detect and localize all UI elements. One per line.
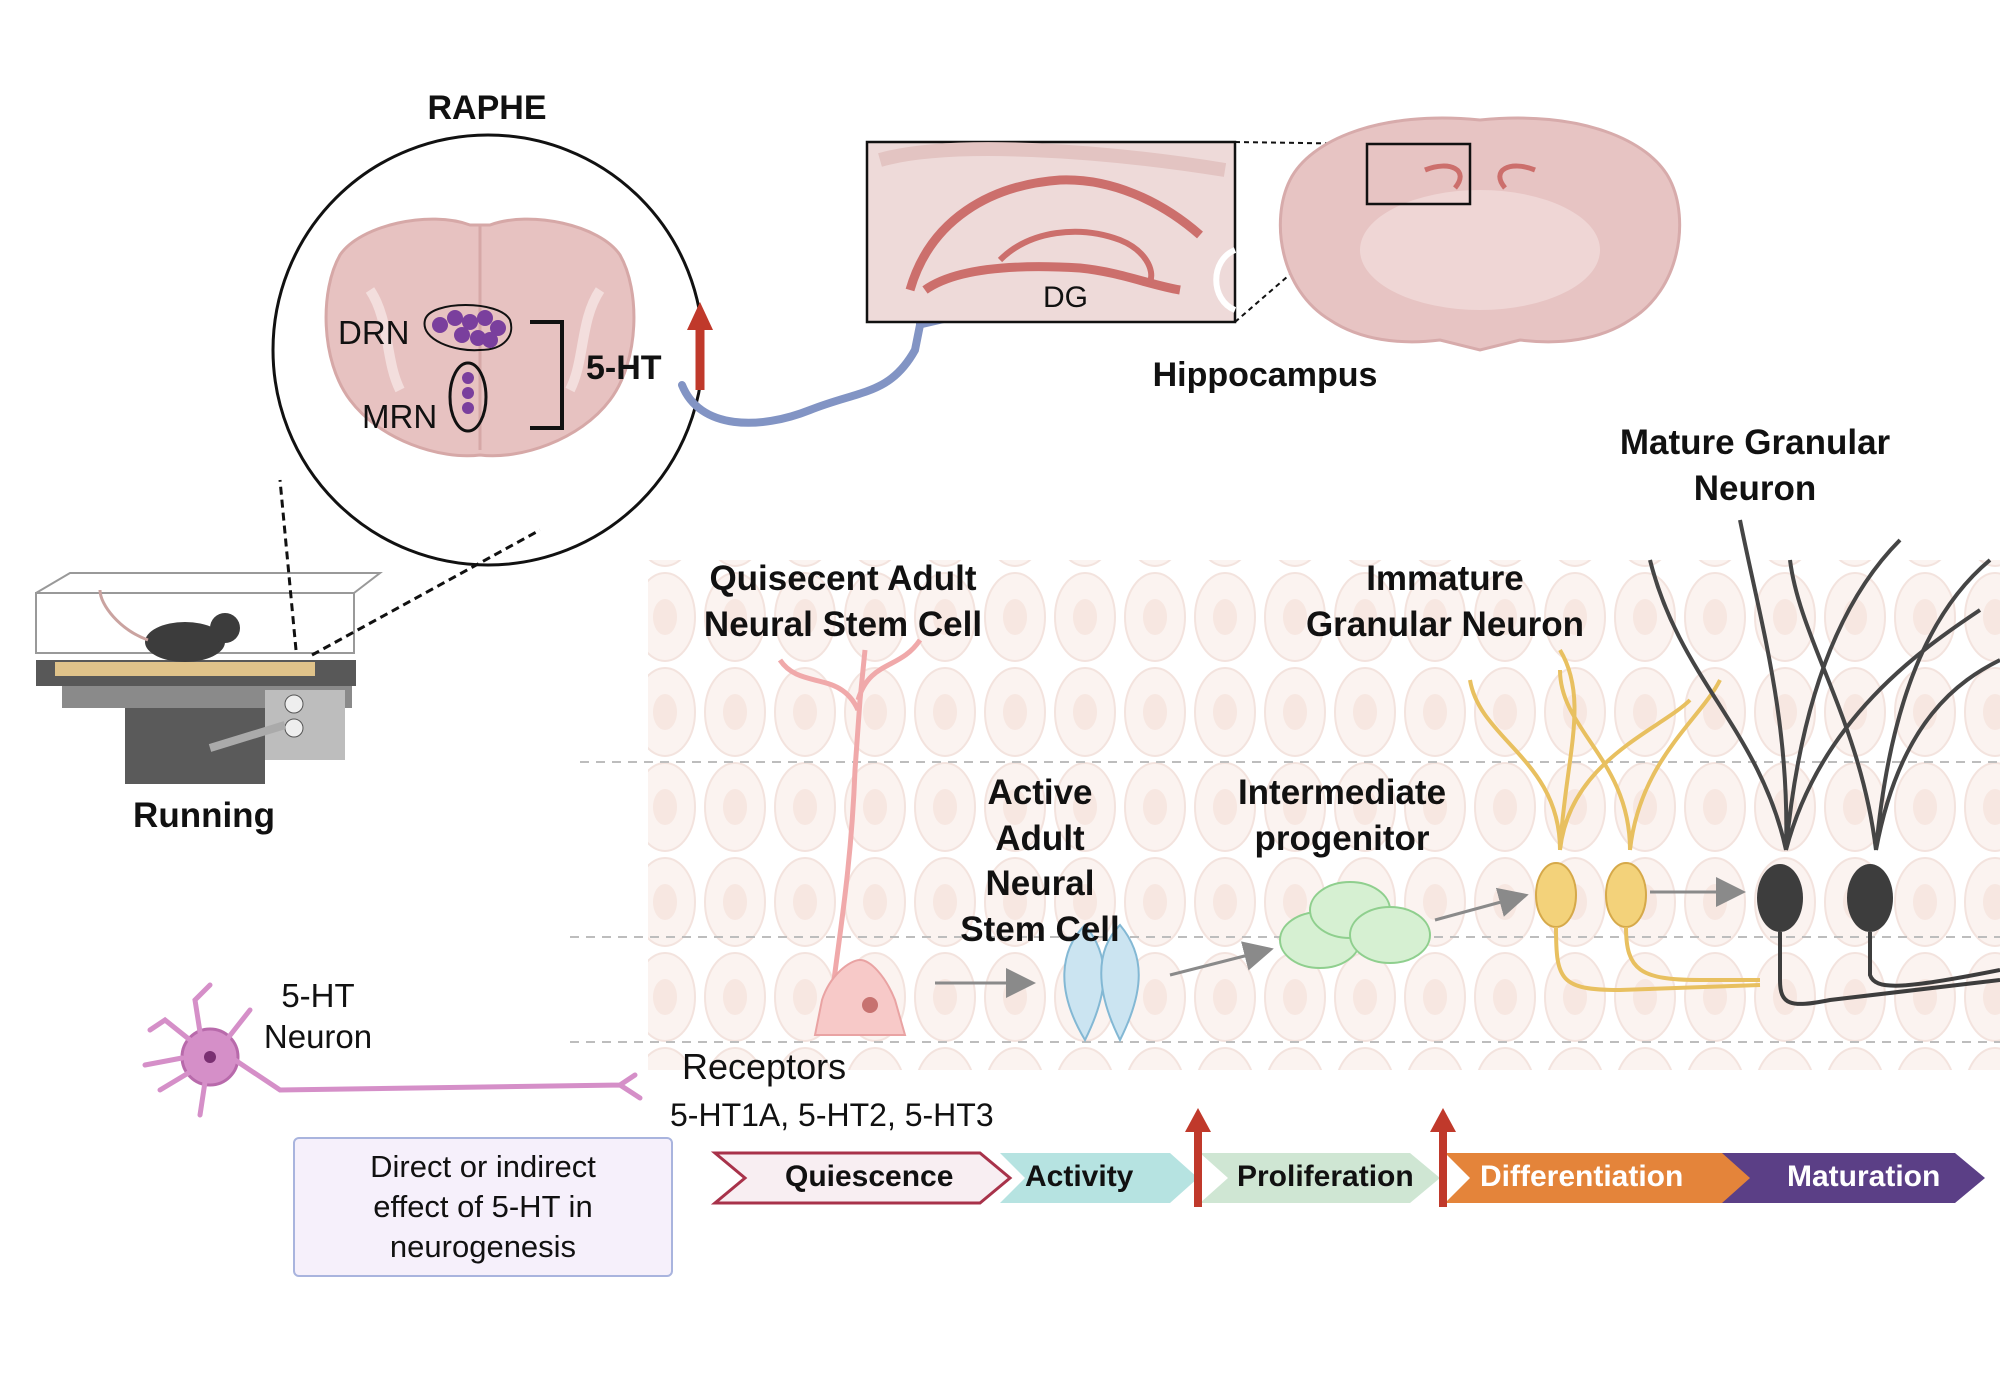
serotonin-neuron-icon xyxy=(142,982,643,1118)
intermediate-progenitor-label-line: progenitor xyxy=(1254,819,1430,859)
drn-label: DRN xyxy=(338,314,410,351)
intermediate-progenitor-icon xyxy=(1279,881,1431,969)
receptors-list: 5-HT1A, 5-HT2, 5-HT3 xyxy=(670,1097,994,1133)
active-cell-label-line: Neural xyxy=(985,864,1095,903)
serotonin-increase-arrow xyxy=(687,302,713,390)
stage-proliferation: Proliferation xyxy=(1237,1160,1414,1193)
coronal-brain-icon xyxy=(1278,116,1682,352)
dg-label: DG xyxy=(1043,281,1088,314)
stage-maturation: Maturation xyxy=(1787,1160,1941,1193)
serotonergic-axon xyxy=(678,251,924,427)
quiescent-cell-label: Quisecent Adult Neural Stem Cell xyxy=(704,556,982,648)
hippocampus-label: Hippocampus xyxy=(1152,356,1378,394)
raphe-bracket xyxy=(530,320,564,430)
stage-progression-bar xyxy=(710,1151,1985,1205)
stage-chevron xyxy=(1445,1153,1755,1203)
dg-zoom-inset xyxy=(865,140,1237,324)
effect-text-line: effect of 5-HT in xyxy=(373,1188,593,1224)
quiescent-cell-label-line: Neural Stem Cell xyxy=(703,605,983,645)
treadmill-icon xyxy=(35,572,383,784)
mature-neuron-icon xyxy=(1648,519,2000,1006)
serotonin-label: 5-HT xyxy=(586,349,662,387)
active-stem-cell-icon xyxy=(1063,923,1140,1043)
stage-differentiation: Differentiation xyxy=(1480,1160,1684,1193)
serotonin-neuron-label: 5-HT Neuron xyxy=(264,975,372,1058)
serotonin-neuron-label-line: 5-HT xyxy=(281,977,355,1014)
raphe-title: RAPHE xyxy=(427,89,547,127)
differentiation-increase-arrow xyxy=(1430,1108,1456,1207)
stage-chevron xyxy=(1000,1153,1198,1203)
stage-activity: Activity xyxy=(1025,1160,1134,1193)
mature-neuron-label: Mature Granular Neuron xyxy=(1620,420,1890,512)
stage-chevron xyxy=(1200,1153,1440,1203)
intermediate-progenitor-label-line: Intermediate xyxy=(1237,773,1447,812)
effect-text-line: Direct or indirect xyxy=(370,1148,596,1184)
active-cell-label: Active Adult Neural Stem Cell xyxy=(960,770,1120,952)
stage-chevron xyxy=(710,1151,1013,1205)
active-cell-label-line: Stem Cell xyxy=(960,909,1120,949)
effect-text-line: neurogenesis xyxy=(389,1229,577,1265)
receptors-title: Receptors xyxy=(682,1046,847,1087)
active-cell-label-line: Adult xyxy=(995,818,1085,858)
neurogenesis-effect-box: Direct or indirect effect of 5-HT in neu… xyxy=(293,1137,673,1277)
immature-neuron-label-line: Granular Neuron xyxy=(1305,605,1585,645)
drn-nucleus-icon xyxy=(423,304,513,352)
immature-neuron-label-line: Immature xyxy=(1366,559,1524,598)
mrn-nucleus-icon xyxy=(448,361,488,433)
mature-neuron-label-line: Neuron xyxy=(1693,469,1817,509)
quiescent-cell-label-line: Quisecent Adult xyxy=(709,559,977,598)
mature-neuron-label-line: Mature Granular xyxy=(1619,423,1891,462)
immature-neuron-label: Immature Granular Neuron xyxy=(1306,556,1584,648)
quiescent-stem-cell-icon xyxy=(777,638,923,1036)
stage-chevron xyxy=(1722,1153,1985,1203)
intermediate-progenitor-label: Intermediate progenitor xyxy=(1238,770,1446,862)
running-label: Running xyxy=(133,796,275,835)
active-cell-label-line: Active xyxy=(987,773,1093,812)
stage-quiescence: Quiescence xyxy=(785,1160,954,1193)
proliferation-increase-arrow xyxy=(1185,1108,1211,1207)
mrn-label: MRN xyxy=(362,398,438,435)
serotonin-neuron-label-line: Neuron xyxy=(263,1018,373,1056)
immature-neuron-icon xyxy=(1468,648,1761,993)
mouse-icon xyxy=(98,589,240,662)
